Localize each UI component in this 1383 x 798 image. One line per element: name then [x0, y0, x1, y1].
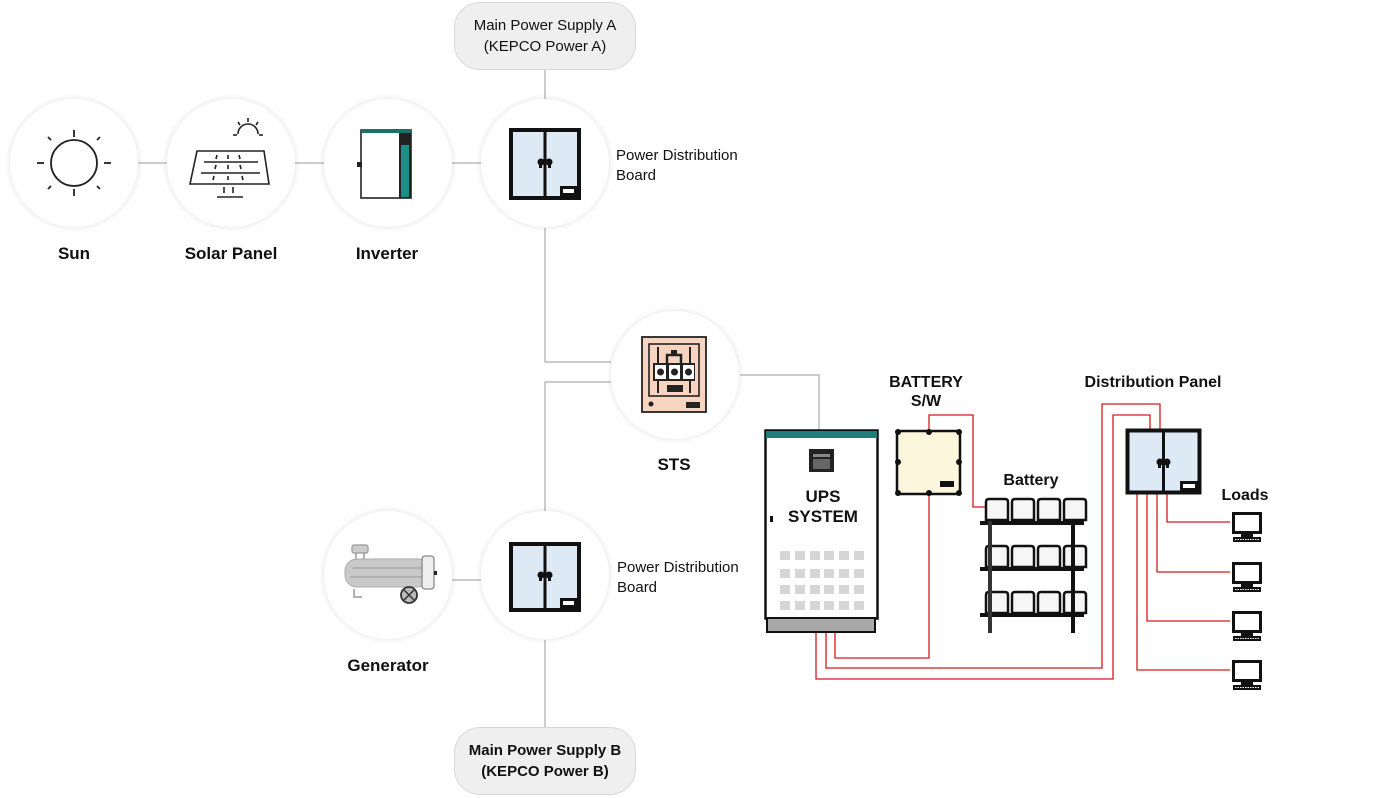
- supply-a-line1: Main Power Supply A: [473, 17, 617, 34]
- battery-switch-label-line1: BATTERY: [889, 374, 963, 391]
- wire-pdb-bottom-to-sts: [544, 381, 611, 511]
- ups-label: UPS SYSTEM: [764, 487, 882, 527]
- pdb-bottom-node: [481, 511, 609, 639]
- supply-b-line2: (KEPCO Power B): [481, 763, 609, 780]
- generator-icon: [344, 544, 437, 604]
- battery-switch-label-line2: S/W: [910, 393, 942, 410]
- load-computer-icon: [1232, 562, 1262, 592]
- wire-ups-to-panel-b: [815, 414, 1151, 680]
- pdb-top-label: Power Distribution Board: [616, 146, 738, 186]
- sts-icon: [641, 336, 707, 413]
- pdb-bottom-label: Power Distribution Board: [617, 558, 739, 598]
- wire-panel-to-load-4: [1136, 494, 1230, 671]
- load-computer-icon: [1232, 611, 1262, 641]
- wire-panel-to-load-2: [1156, 494, 1230, 573]
- inverter-node: [324, 99, 452, 227]
- solar-panel-node: [167, 99, 295, 227]
- ups-vent-grid: [780, 551, 864, 610]
- inverter-label: Inverter: [355, 244, 419, 263]
- battery-rack-icon: [980, 497, 1088, 633]
- generator-node: [324, 511, 452, 639]
- pdb-top-label-line1: Power Distribution: [616, 147, 738, 164]
- distribution-panel-label: Distribution Panel: [1084, 374, 1222, 391]
- wire-ups-to-panel-a: [825, 403, 1161, 669]
- pdb-bottom-label-line2: Board: [617, 579, 658, 596]
- wire-sts-to-ups: [740, 374, 820, 431]
- main-power-supply-a: Main Power Supply A (KEPCO Power A): [454, 2, 636, 70]
- sun-label: Sun: [57, 244, 91, 263]
- gray-wires: [138, 70, 820, 727]
- sun-node: [10, 99, 138, 227]
- solar-panel-label: Solar Panel: [184, 244, 278, 263]
- supply-a-line2: (KEPCO Power A): [483, 38, 607, 55]
- loads-label: Loads: [1221, 487, 1269, 504]
- sun-icon: [37, 130, 111, 196]
- wire-battery-sw-to-battery: [928, 414, 985, 508]
- pdb-bottom-label-line1: Power Distribution: [617, 559, 739, 576]
- battery-switch-icon: [895, 429, 962, 496]
- pdb-top-node: [481, 99, 609, 227]
- ups-label-line1: UPS: [805, 487, 841, 506]
- solar-panel-icon: [189, 118, 270, 198]
- inverter-icon: [357, 129, 412, 199]
- wire-ups-to-battery-sw: [834, 494, 930, 659]
- load-computer-icon: [1232, 512, 1262, 542]
- battery-switch-label: BATTERY S/W: [876, 373, 976, 411]
- distribution-board-icon: [509, 128, 581, 200]
- red-wires: [815, 403, 1230, 680]
- wire-pdb-top-to-sts: [544, 228, 611, 363]
- generator-label: Generator: [347, 656, 429, 675]
- wire-panel-to-load-1: [1166, 494, 1230, 523]
- pdb-top-label-line2: Board: [616, 167, 657, 184]
- sts-label: STS: [657, 455, 691, 474]
- ups-cabinet-icon: [764, 429, 879, 633]
- sts-node: [611, 311, 739, 439]
- wire-panel-to-load-3: [1146, 494, 1230, 622]
- distribution-board-icon: [509, 542, 581, 612]
- supply-b-line1: Main Power Supply B: [468, 742, 622, 759]
- ups-label-line2: SYSTEM: [788, 507, 858, 526]
- battery-label: Battery: [1003, 472, 1059, 489]
- distribution-panel-icon: [1125, 428, 1202, 495]
- load-computer-icon: [1232, 660, 1262, 690]
- main-power-supply-b: Main Power Supply B (KEPCO Power B): [454, 727, 636, 795]
